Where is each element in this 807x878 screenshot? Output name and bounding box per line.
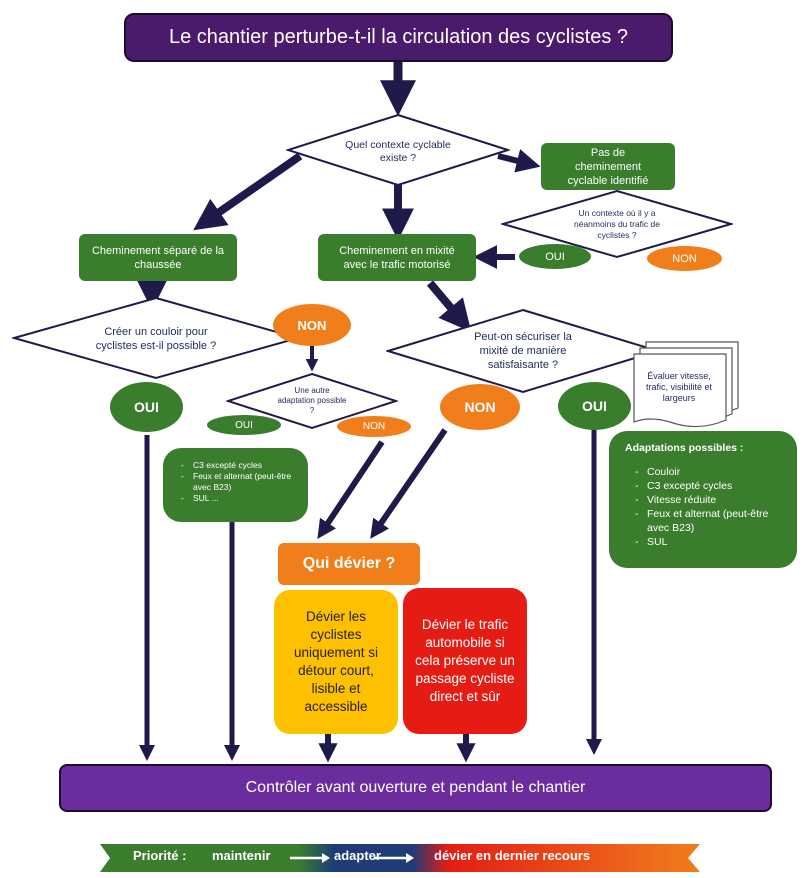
arrow-mixed-to-secure: [426, 280, 472, 333]
non-other-text: NON: [362, 421, 386, 432]
adaptations-list: Couloir C3 excepté cycles Vitesse réduit…: [625, 465, 787, 549]
decision-corridor-diamond: [12, 296, 300, 380]
small-adaptation-item: C3 excepté cycles: [181, 460, 300, 471]
adaptation-item: Feux et alternat (peut-être avec B23): [635, 507, 787, 535]
arrow-non-secure-to-divert: [370, 428, 448, 539]
non-secure-text: NON: [464, 399, 496, 415]
adaptation-item: Couloir: [635, 465, 787, 479]
decision-traffic-diamond: [501, 189, 733, 259]
evaluate-text: Évaluer vitesse, trafic, visibilité et l…: [645, 370, 713, 403]
small-adaptations-list: C3 excepté cycles Feux et alternat (peut…: [177, 460, 300, 504]
decision-other-diamond: [226, 372, 398, 430]
title-box: Le chantier perturbe-t-il la circulation…: [124, 13, 673, 62]
non-traffic-text: NON: [672, 252, 697, 265]
priority-label: Priorité :: [133, 848, 187, 863]
oui-other-oval: OUI: [207, 415, 281, 435]
mixed-path-text: Cheminement en mixité avec le trafic mot…: [339, 244, 455, 271]
non-secure-oval: NON: [440, 384, 520, 430]
non-traffic-oval: NON: [647, 246, 722, 271]
divert-cyclists-text: Dévier les cyclistes uniquement si détou…: [293, 609, 379, 714]
oui-traffic-oval: OUI: [519, 244, 591, 269]
priority-adapt: adapter: [334, 848, 381, 863]
control-text: Contrôler avant ouverture et pendant le …: [245, 779, 586, 796]
oui-other-text: OUI: [235, 419, 253, 431]
decision-corridor-text: Créer un couloir pour cyclistes est-il p…: [95, 326, 217, 352]
adaptations-title: Adaptations possibles :: [625, 442, 744, 454]
priority-banner: [100, 844, 700, 872]
non-corridor-oval: NON: [273, 304, 351, 346]
who-divert-text: Qui dévier ?: [302, 555, 396, 572]
decision-other-text: Une autre adaptation possible ?: [277, 386, 347, 415]
decision-secure-text: Peut-on sécuriser la mixité de manière s…: [474, 331, 572, 371]
small-adaptation-item: SUL ...: [181, 493, 300, 504]
divert-traffic-box: Dévier le trafic automobile si cela prés…: [403, 588, 527, 734]
adaptations-box: Adaptations possibles : Couloir C3 excep…: [609, 431, 797, 568]
title-text: Le chantier perturbe-t-il la circulation…: [168, 26, 629, 48]
document-stack-icon: [633, 341, 739, 428]
non-other-oval: NON: [337, 416, 411, 437]
oui-corridor-text: OUI: [134, 399, 159, 415]
oui-traffic-text: OUI: [545, 250, 565, 263]
decision-traffic-text: Un contexte où il y a néanmoins du trafi…: [574, 207, 660, 240]
divert-traffic-text: Dévier le trafic automobile si cela prés…: [415, 617, 515, 704]
adaptation-item: Vitesse réduite: [635, 493, 787, 507]
arrow-context-to-nopath: [497, 149, 541, 173]
divert-cyclists-box: Dévier les cyclistes uniquement si détou…: [274, 590, 398, 734]
non-corridor-text: NON: [297, 317, 327, 333]
oui-corridor-oval: OUI: [110, 382, 183, 432]
oui-secure-oval: OUI: [558, 382, 631, 430]
adaptation-item: SUL: [635, 535, 787, 549]
arrow-context-to-separated: [193, 152, 303, 231]
control-box: Contrôler avant ouverture et pendant le …: [59, 764, 772, 812]
decision-secure-diamond: [386, 308, 660, 394]
decision-context-diamond: [286, 113, 510, 187]
who-divert-box: Qui dévier ?: [278, 543, 420, 585]
small-adaptations-box: C3 excepté cycles Feux et alternat (peut…: [163, 448, 308, 522]
small-adaptation-item: Feux et alternat (peut-être avec B23): [181, 471, 300, 493]
arrow-non-other-to-divert: [317, 440, 385, 539]
oui-secure-text: OUI: [582, 398, 607, 414]
priority-divert: dévier en dernier recours: [434, 848, 591, 863]
decision-context-text: Quel contexte cyclable existe ?: [345, 139, 451, 164]
mixed-path-box: Cheminement en mixité avec le trafic mot…: [318, 234, 476, 281]
priority-maintain: maintenir: [212, 848, 271, 863]
separated-path-box: Cheminement séparé de la chaussée: [79, 234, 237, 281]
separated-path-text: Cheminement séparé de la chaussée: [91, 244, 225, 271]
adaptation-item: C3 excepté cycles: [635, 479, 787, 493]
no-path-text: Pas de cheminement cyclable identifié: [567, 146, 649, 187]
no-path-box: Pas de cheminement cyclable identifié: [541, 143, 675, 190]
